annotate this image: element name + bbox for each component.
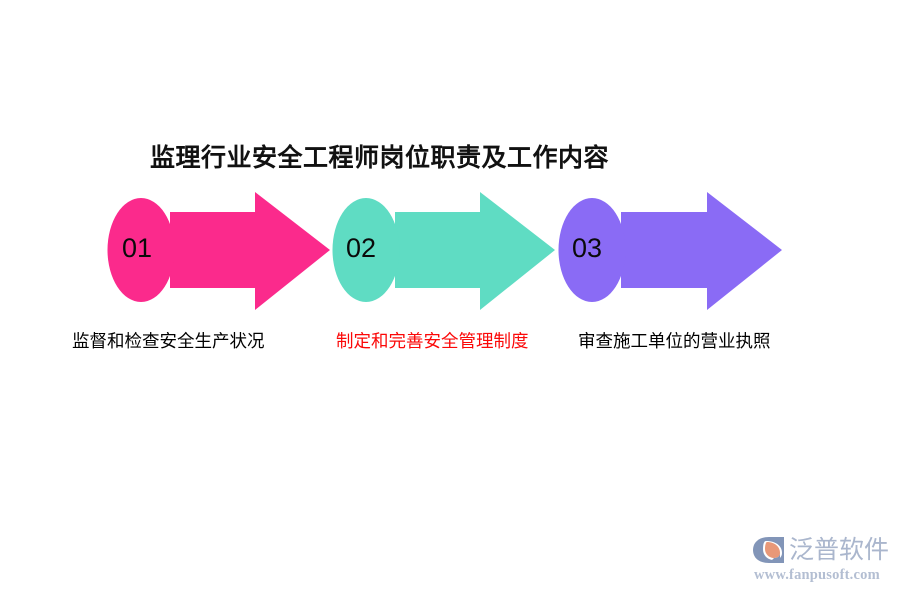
step-1-ellipse [107, 198, 175, 302]
fanpu-logo-icon [753, 537, 784, 563]
step-2-ellipse [332, 198, 400, 302]
brand-logo: 泛普软件 www.fanpusoft.com [752, 534, 894, 586]
step-caption-2: 制定和完善安全管理制度 [336, 331, 529, 351]
page-title: 监理行业安全工程师岗位职责及工作内容 [150, 144, 610, 172]
step-caption-3: 审查施工单位的营业执照 [578, 331, 771, 351]
process-arrows-svg [107, 192, 783, 310]
process-step-2[interactable] [332, 192, 556, 310]
process-step-1[interactable] [107, 192, 331, 310]
step-number-3: 03 [572, 233, 603, 263]
brand-logo-name: 泛普软件 [789, 535, 890, 564]
process-arrow-group [0, 185, 900, 315]
step-number-1: 01 [122, 233, 153, 263]
step-3-arrow-shape [621, 192, 782, 310]
brand-logo-row: 泛普软件 [752, 534, 894, 566]
step-1-arrow-shape [170, 192, 330, 310]
process-step-3[interactable] [558, 192, 783, 310]
brand-logo-url: www.fanpusoft.com [754, 567, 880, 583]
step-2-arrow-shape [395, 192, 555, 310]
step-3-ellipse [558, 198, 626, 302]
step-number-2: 02 [346, 233, 377, 263]
step-caption-1: 监督和检查安全生产状况 [72, 331, 265, 351]
